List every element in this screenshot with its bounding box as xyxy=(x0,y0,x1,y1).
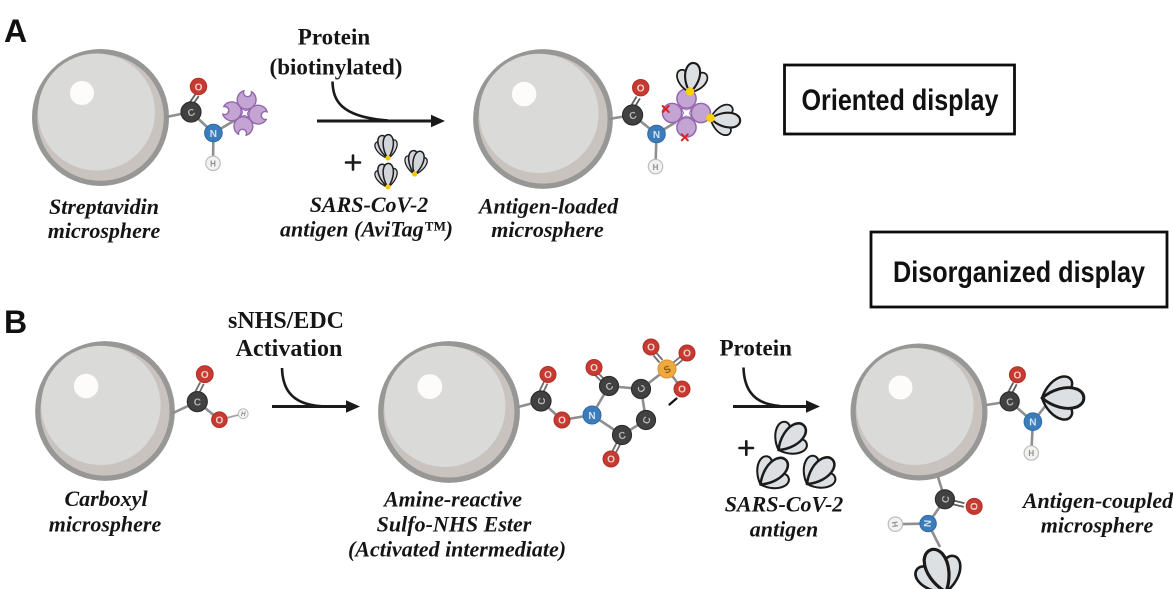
svg-text:C: C xyxy=(628,110,639,123)
svg-text:C: C xyxy=(617,430,627,442)
svg-text:O: O xyxy=(201,370,209,381)
svg-text:C: C xyxy=(604,381,616,394)
svg-text:sNHS/EDC: sNHS/EDC xyxy=(228,308,344,334)
svg-text:C: C xyxy=(186,107,197,120)
svg-text:H: H xyxy=(210,160,216,169)
svg-text:O: O xyxy=(216,415,224,426)
svg-text:N: N xyxy=(588,411,595,422)
svg-text:H: H xyxy=(653,163,659,172)
svg-text:H: H xyxy=(241,411,246,418)
svg-text:B: B xyxy=(4,304,27,340)
svg-text:O: O xyxy=(637,84,645,95)
svg-text:C: C xyxy=(537,397,549,405)
svg-text:H: H xyxy=(890,521,900,528)
svg-text:Disorganized display: Disorganized display xyxy=(893,256,1145,289)
svg-text:C: C xyxy=(636,382,649,394)
svg-text:microsphere: microsphere xyxy=(48,218,161,243)
svg-text:Oriented display: Oriented display xyxy=(802,84,999,117)
svg-text:antigen (AviTag™): antigen (AviTag™) xyxy=(280,217,453,242)
svg-text:O: O xyxy=(647,343,655,354)
svg-text:Activation: Activation xyxy=(236,336,343,362)
svg-text:antigen: antigen xyxy=(750,517,818,542)
svg-text:O: O xyxy=(195,82,203,93)
svg-text:N: N xyxy=(1029,418,1036,429)
svg-text:C: C xyxy=(940,495,952,504)
svg-text:O: O xyxy=(590,363,598,374)
svg-text:microsphere: microsphere xyxy=(491,217,604,242)
svg-text:SARS-CoV-2: SARS-CoV-2 xyxy=(725,492,844,517)
svg-text:N: N xyxy=(921,519,933,527)
svg-text:Sulfo-NHS Ester: Sulfo-NHS Ester xyxy=(377,512,532,537)
svg-text:S: S xyxy=(662,364,673,377)
svg-text:(biotinylated): (biotinylated) xyxy=(270,55,403,80)
svg-text:C: C xyxy=(194,398,201,409)
svg-text:O: O xyxy=(683,349,691,360)
svg-text:O: O xyxy=(678,385,686,396)
svg-text:(Activated intermediate): (Activated intermediate) xyxy=(348,537,566,562)
svg-text:N: N xyxy=(653,130,660,141)
svg-text:Streptavidin: Streptavidin xyxy=(49,194,159,219)
svg-text:H: H xyxy=(1028,449,1034,458)
svg-text:Protein: Protein xyxy=(719,335,792,360)
svg-text:microsphere: microsphere xyxy=(1041,513,1154,538)
svg-text:O: O xyxy=(607,455,615,466)
svg-text:C: C xyxy=(1005,397,1015,409)
svg-text:C: C xyxy=(641,415,654,426)
svg-text:O: O xyxy=(1014,370,1022,381)
svg-text:Antigen-coupled: Antigen-coupled xyxy=(1021,488,1173,513)
svg-text:A: A xyxy=(4,13,27,49)
svg-text:O: O xyxy=(968,503,979,511)
svg-text:N: N xyxy=(210,129,217,140)
svg-text:Protein: Protein xyxy=(298,25,371,50)
svg-text:microsphere: microsphere xyxy=(49,512,162,537)
svg-text:Amine-reactive: Amine-reactive xyxy=(382,487,522,512)
svg-text:O: O xyxy=(558,416,566,427)
svg-text:O: O xyxy=(544,370,552,381)
svg-text:SARS-CoV-2: SARS-CoV-2 xyxy=(310,192,429,217)
svg-text:Carboxyl: Carboxyl xyxy=(64,486,148,511)
svg-text:Antigen-loaded: Antigen-loaded xyxy=(477,194,619,219)
